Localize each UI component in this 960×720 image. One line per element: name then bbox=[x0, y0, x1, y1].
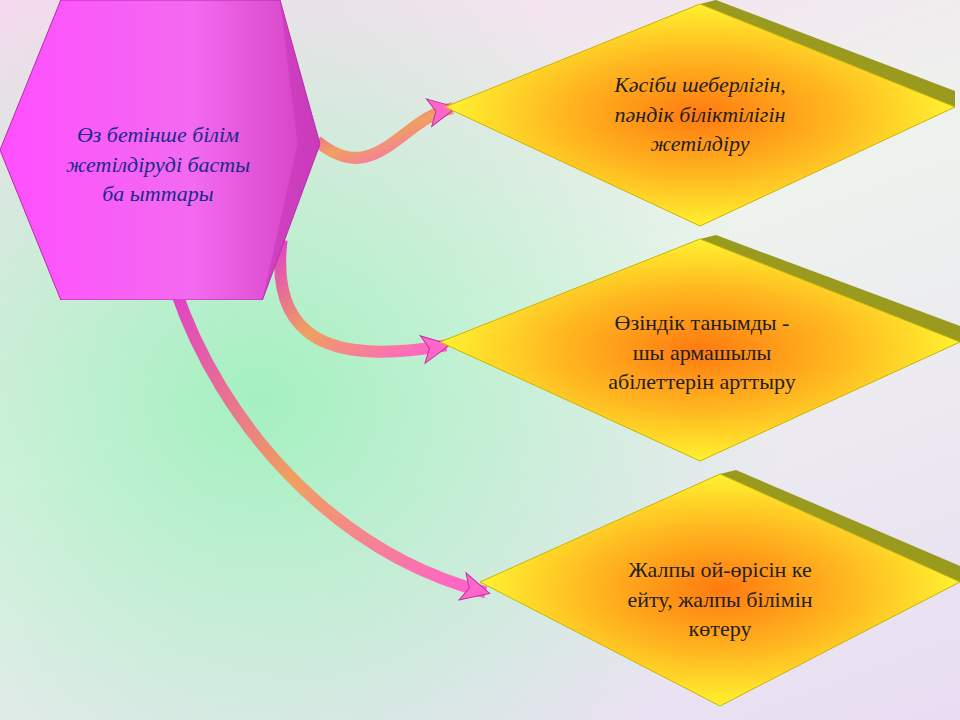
diamond-node: Кәсіби шеберлігін, пәндік біліктілігін ж… bbox=[445, 0, 955, 230]
diamond-node: Өзіндік танымды - шы армашылы абілеттері… bbox=[440, 235, 960, 465]
node-label: Өзіндік танымды - шы армашылы абілеттері… bbox=[602, 308, 802, 397]
node-text-block: Жалпы ой-өрісін ке ейту, жалпы білімін к… bbox=[615, 555, 825, 644]
hexagon-shape bbox=[0, 0, 320, 300]
curved-arrow bbox=[317, 108, 453, 158]
node-text-block: Кәсіби шеберлігін, пәндік біліктілігін ж… bbox=[590, 70, 810, 159]
node-text-block: Өз бетінше білім жетілдіруді басты ба ыт… bbox=[63, 120, 253, 209]
diamond-node: Жалпы ой-өрісін ке ейту, жалпы білімін к… bbox=[480, 470, 960, 710]
node-label: Кәсіби шеберлігін, пәндік біліктілігін ж… bbox=[590, 70, 810, 159]
curved-arrow bbox=[280, 240, 446, 352]
node-label: Жалпы ой-өрісін ке ейту, жалпы білімін к… bbox=[615, 555, 825, 644]
hexagon-node: Өз бетінше білім жетілдіруді басты ба ыт… bbox=[0, 0, 320, 300]
curved-arrow bbox=[176, 291, 486, 592]
node-text-block: Өзіндік танымды - шы армашылы абілеттері… bbox=[602, 308, 802, 397]
node-label: Өз бетінше білім жетілдіруді басты ба ыт… bbox=[63, 120, 253, 209]
